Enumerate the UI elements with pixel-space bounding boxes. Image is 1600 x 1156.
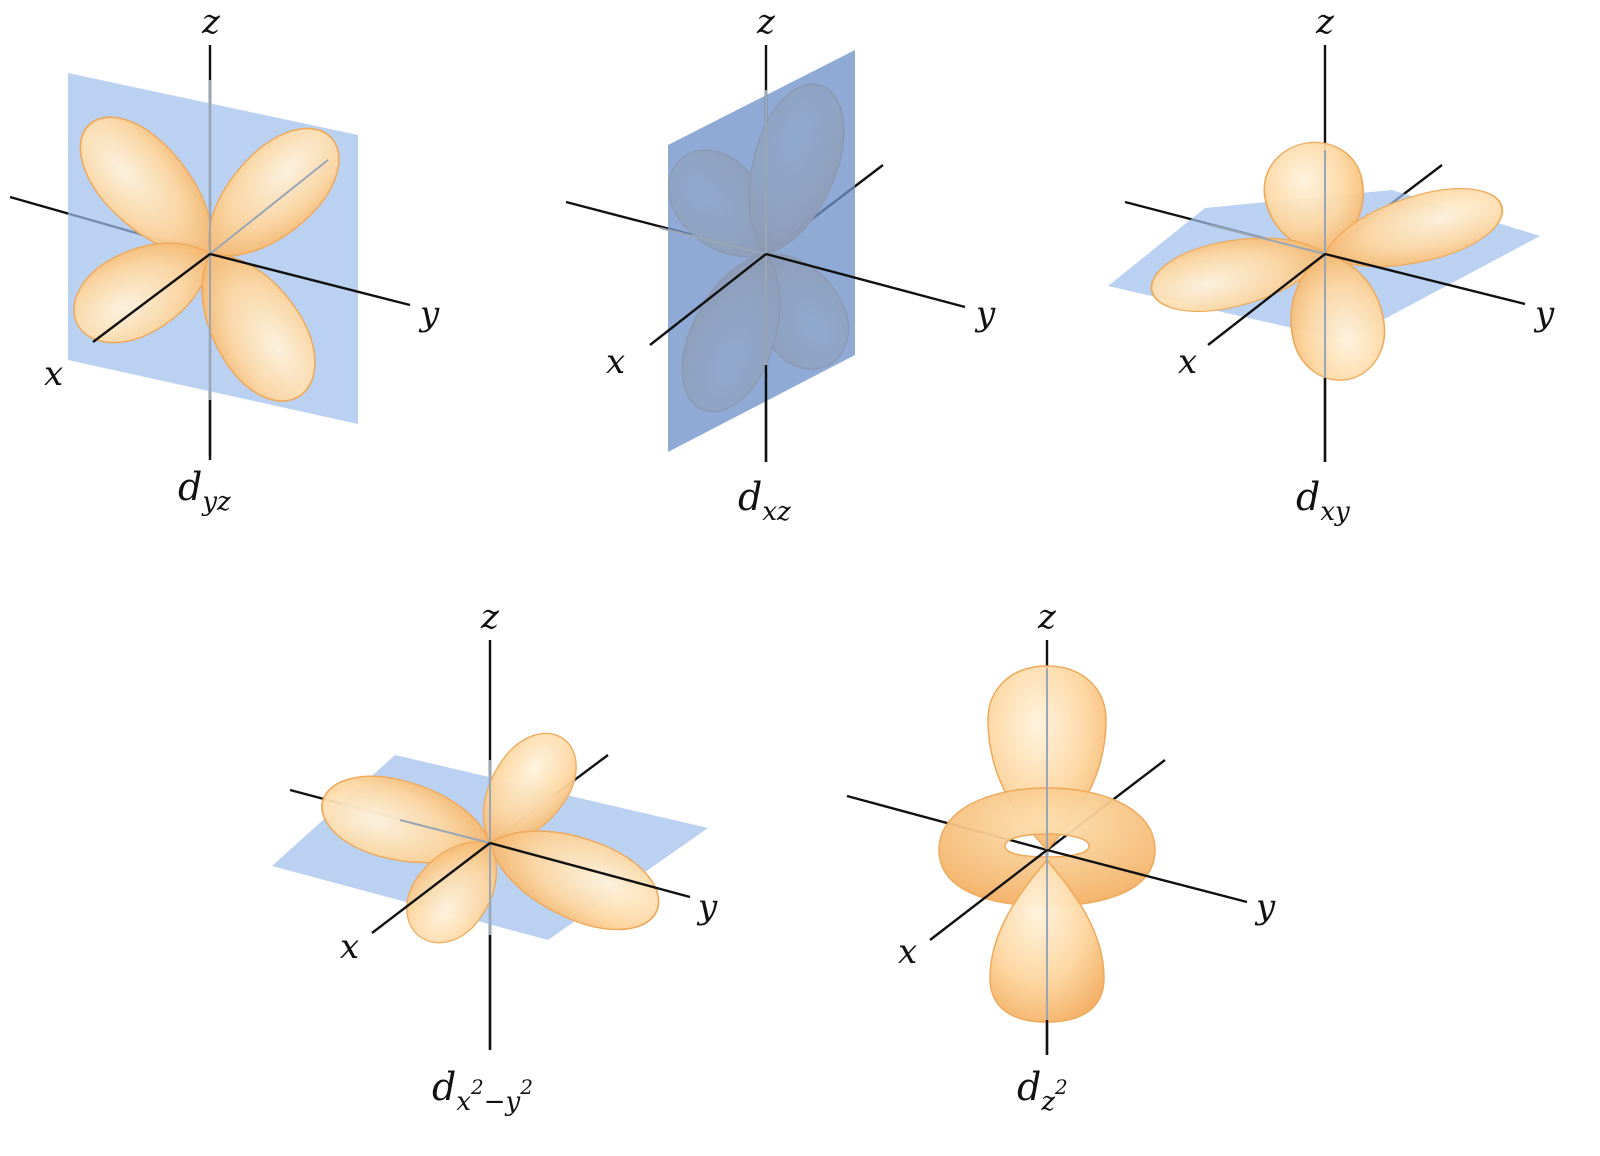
- orbital-label-d: d: [432, 1065, 456, 1109]
- orbital-label-sub: xz: [762, 497, 791, 527]
- orbital-panel-dz2: z y x dz2: [846, 597, 1276, 1117]
- orbital-label-dxz: dxz: [738, 475, 791, 527]
- orbital-label-dz2: dz2: [1017, 1065, 1068, 1117]
- x-axis-front-line: [371, 842, 491, 934]
- y-axis-label: y: [696, 887, 718, 927]
- y-axis-label: y: [1533, 294, 1555, 334]
- orbital-label-d: d: [738, 475, 762, 519]
- orbital-label-sup: 2: [519, 1075, 533, 1099]
- y-axis-line: [489, 841, 691, 899]
- orbital-label-dyz: dyz: [178, 465, 231, 517]
- y-axis-label: y: [974, 294, 996, 334]
- z-axis-label: z: [1315, 2, 1335, 42]
- y-axis-label: y: [418, 294, 440, 334]
- orbital-label-dxy: dxy: [1296, 475, 1350, 527]
- x-axis-through-line: [1209, 224, 1326, 255]
- xz-nodal-plane: [668, 50, 855, 452]
- z-axis-label: z: [201, 2, 221, 42]
- x-axis-label: x: [606, 342, 625, 382]
- orbital-panel-dxz: z y x dxz: [565, 2, 996, 527]
- y-axis-line: [765, 252, 966, 309]
- orbital-label-minus: −: [484, 1087, 506, 1117]
- orbital-label-d: d: [1017, 1065, 1041, 1109]
- x-axis-label: x: [898, 932, 917, 972]
- x-axis-front-line: [649, 253, 767, 346]
- x-axis-front-line: [92, 253, 211, 343]
- y-axis-label: y: [1254, 887, 1276, 927]
- orbital-label-d: d: [178, 465, 202, 509]
- x-axis-through-line: [399, 819, 491, 844]
- y-axis-line: [1046, 848, 1248, 904]
- orbital-label-sub: z: [1040, 1087, 1055, 1117]
- z-axis-label: z: [756, 2, 776, 42]
- orbital-label-dx2-y2: dx2−y2: [432, 1065, 533, 1117]
- orbital-label-sup: 2: [470, 1075, 484, 1099]
- y-axis-line: [1324, 252, 1526, 306]
- x-axis-front-line: [929, 849, 1048, 941]
- orbital-label-d: d: [1296, 475, 1320, 519]
- orbital-panel-dx2-y2: z y x dx2−y2: [272, 597, 718, 1117]
- z-axis-label: z: [480, 597, 500, 637]
- y-axis-line: [209, 252, 411, 307]
- x-axis-label: x: [44, 354, 63, 394]
- orbital-panel-dxy: z y x dxy: [1108, 2, 1555, 527]
- orbital-panel-dyz: z y x dyz: [9, 2, 440, 517]
- x-axis-through-line: [659, 227, 767, 255]
- orbital-label-sub-x: x: [456, 1087, 471, 1117]
- axis-through-line: [209, 159, 329, 255]
- x-axis-front-line: [1207, 253, 1326, 346]
- torus-ring: [938, 787, 1156, 907]
- orbital-label-sup: 2: [1054, 1075, 1068, 1099]
- x-axis-label: x: [1178, 342, 1197, 382]
- orbital-label-sub-y: y: [505, 1087, 521, 1117]
- orbital-label-sub: xy: [1320, 497, 1350, 527]
- orbital-label-sub: yz: [201, 487, 231, 517]
- x-axis-label: x: [340, 927, 359, 967]
- z-axis-label: z: [1037, 597, 1057, 637]
